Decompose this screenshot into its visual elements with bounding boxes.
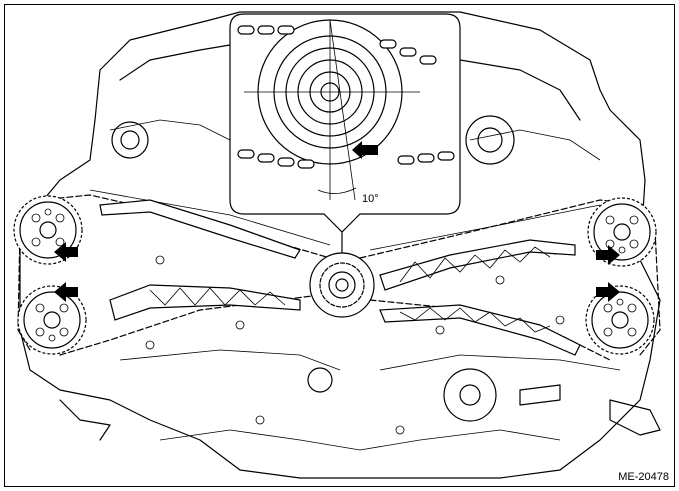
left-chain-guide xyxy=(109,284,301,321)
alignment-arrow-icon xyxy=(596,245,620,265)
right-chain-guide-lower xyxy=(379,304,581,356)
left-exhaust-camshaft-sprocket xyxy=(17,285,87,355)
right-intake-camshaft-sprocket xyxy=(587,197,657,267)
alignment-arrow-icon xyxy=(54,282,78,302)
detail-chain-links xyxy=(237,25,455,169)
alignment-arrow-icon xyxy=(596,282,620,302)
engine-block-outline xyxy=(19,11,661,479)
alignment-arrow-icon xyxy=(352,141,378,159)
angle-label: 10° xyxy=(362,193,379,205)
crank-timing-detail-window: 10° xyxy=(229,13,461,233)
crankshaft-sprocket xyxy=(309,252,375,318)
left-chain-tensioner-arm xyxy=(99,199,301,259)
figure-reference-code: ME-20478 xyxy=(618,471,669,483)
alignment-arrow-icon xyxy=(54,242,78,262)
right-chain-guide-upper xyxy=(379,239,576,291)
